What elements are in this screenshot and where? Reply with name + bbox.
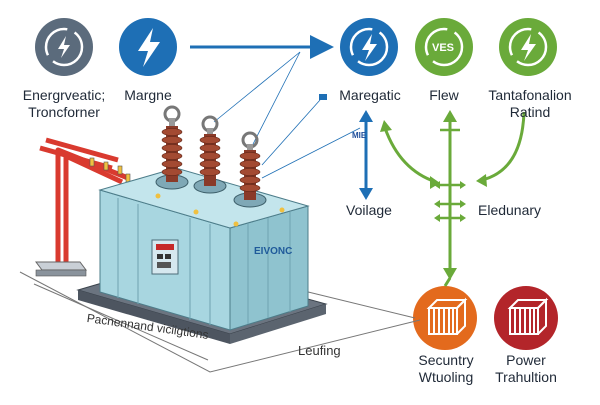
leader-lines (213, 51, 361, 179)
label-securtry-line2: Wtuoling (418, 369, 474, 385)
label-flew: Flew (429, 87, 459, 103)
small-marker (319, 94, 327, 100)
label-energy-transformer-line1: Energrveatic; (22, 87, 106, 103)
power-radiator-icon (494, 286, 558, 350)
label-energy-transformer-line2: Troncforner (28, 104, 100, 120)
label-voilage: Voilage (346, 202, 392, 218)
label-securtry-line1: Secuntry (418, 352, 474, 368)
magnetic-bolt-icon (340, 18, 398, 76)
label-tantafonalion-line2: Ratind (509, 104, 551, 120)
green-arrowheads (380, 110, 487, 280)
cooling-radiator-icon (413, 286, 477, 350)
ves-badge-icon (415, 18, 473, 76)
green-flow-network (383, 111, 526, 270)
lightning-bolt-icon (119, 18, 177, 76)
label-power-line2: Trahultion (495, 369, 557, 385)
label-maregatic: Maregatic (339, 87, 401, 103)
label-eledunary: Eledunary (478, 202, 542, 218)
radiator-link (443, 277, 452, 287)
ves-badge-text: VES (432, 42, 455, 54)
label-tantafonalion-line1: Tantafonalion (488, 87, 572, 103)
label-mie: MIE (352, 131, 367, 140)
ground-outline (19, 271, 421, 373)
label-leafing: Leufing (298, 343, 341, 358)
busbar-base (35, 261, 87, 277)
tank-brand-label: EIVONC (254, 246, 293, 257)
transformer-tank (98, 167, 310, 331)
bushing-right (233, 131, 267, 208)
busbar-terminals (89, 157, 131, 183)
label-power-line1: Power (506, 352, 546, 368)
label-margne: Margne (124, 87, 172, 103)
label-securtry: Secuntry Wtuoling (404, 352, 488, 386)
label-tantafonalion: Tantafonalion Ratind (478, 87, 582, 121)
transformer-cycle-icon (35, 18, 93, 76)
voltage-arrow (359, 110, 373, 200)
bushing-middle (193, 115, 227, 194)
label-power: Power Trahultion (488, 352, 564, 386)
bushing-left (155, 105, 189, 190)
label-energy-transformer: Energrveatic; Troncforner (8, 87, 120, 121)
rating-bolt-icon (499, 18, 557, 76)
